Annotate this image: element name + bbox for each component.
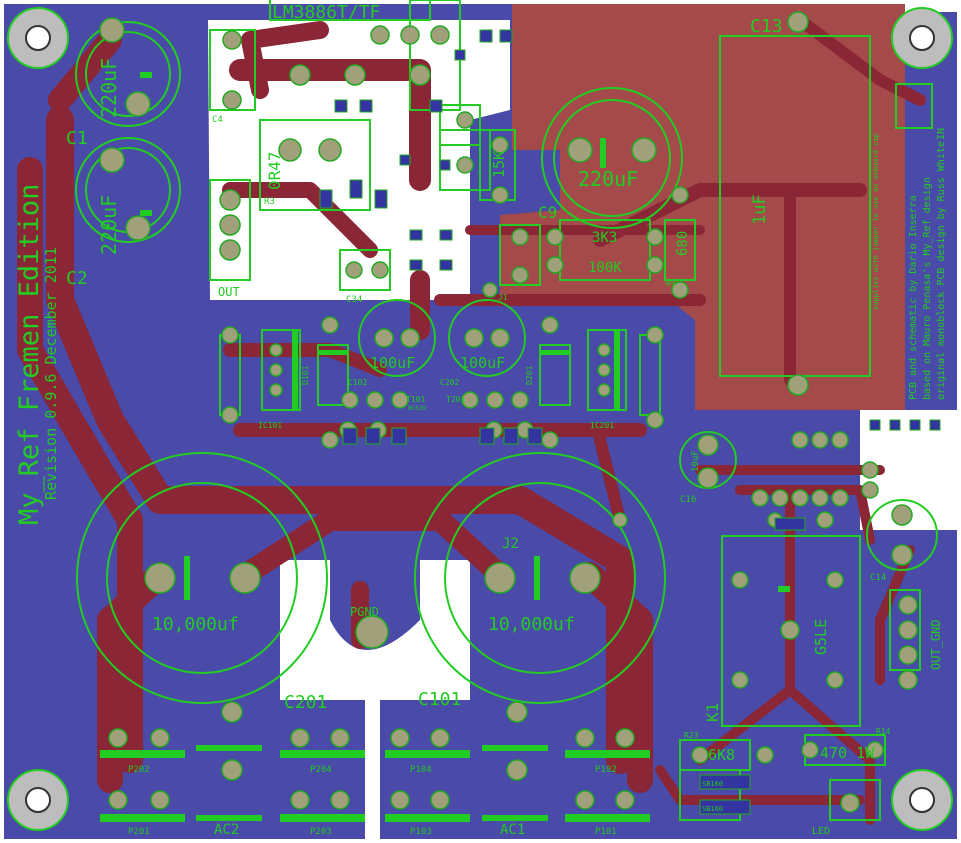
out-gnd-label: OUT_GND xyxy=(929,619,943,670)
led-label: LED xyxy=(812,826,830,837)
r14-name: R14 xyxy=(876,727,891,736)
board-title: My_Ref Fremen Edition xyxy=(14,184,45,525)
r23-value: 6K8 xyxy=(708,746,735,764)
smd-pads xyxy=(319,29,941,815)
c3-value: 220uF xyxy=(578,167,638,191)
in-label: IN xyxy=(936,128,947,140)
r10-value: 15K xyxy=(490,151,508,178)
j1-label: J1 xyxy=(498,293,508,302)
credits-line-2: based on Mauro Penasa's My_Ref design xyxy=(922,177,933,400)
r14-value: 470 1W xyxy=(820,744,875,762)
r3-name: R3 xyxy=(264,197,275,207)
c14-name: C14 xyxy=(870,573,886,583)
credits-line-1: PCB and schematic by Dario Inserra xyxy=(908,195,919,400)
c13-name: C13 xyxy=(750,16,783,37)
credits-line-3: original monoblock PCB design by Russ Wh… xyxy=(936,141,947,400)
pgnd-label: PGND xyxy=(350,605,379,619)
r12-value: 100K xyxy=(588,260,622,276)
c16-name: C16 xyxy=(680,495,696,505)
p101-label: P101 xyxy=(595,827,617,837)
big-cap-right-value: 10,000uf xyxy=(488,614,575,635)
c34-name: C34 xyxy=(346,295,362,305)
c102-name: C102 xyxy=(348,378,367,387)
big-cap-left-value: 10,000uf xyxy=(152,614,239,635)
ic-label-lm3886: LM3886T/TF xyxy=(272,2,380,23)
credits-subtext: supplies with jumper to use an onboard c… xyxy=(872,133,880,310)
sb160-2-label: SB160 xyxy=(702,805,723,813)
r3-value: 0R47 xyxy=(265,151,284,190)
board-revision: Revision 0.9.6 December 2011 xyxy=(42,247,60,500)
c102-value: 100uF xyxy=(370,354,415,372)
sb160-1-label: SB160 xyxy=(702,780,723,788)
through-hole-pads xyxy=(99,11,918,813)
r9-name: R9 xyxy=(666,279,676,288)
r11-value: 3K3 xyxy=(592,230,617,246)
d101-label: D101 xyxy=(301,366,310,385)
c9-name: C9 xyxy=(538,203,557,222)
p102-label: P102 xyxy=(595,765,617,775)
out-label: OUT xyxy=(218,285,240,299)
relay-label: G5LE xyxy=(812,619,830,655)
c2-name: C2 xyxy=(66,268,88,289)
p201-label: P201 xyxy=(128,827,150,837)
mounting-holes xyxy=(7,7,953,831)
r9-value: 680 xyxy=(675,231,691,256)
c2-value: 220uF xyxy=(97,195,121,255)
t201-label: T201 xyxy=(446,395,465,404)
c202-value: 100uF xyxy=(460,354,505,372)
silkscreen-heavy-bars xyxy=(100,72,790,822)
c101-name: C101 xyxy=(418,689,461,710)
c4-name: C4 xyxy=(212,115,223,125)
t101-label: T101 xyxy=(406,395,425,404)
c1-name: C1 xyxy=(66,128,88,149)
ac2-label: AC2 xyxy=(214,822,239,838)
c13-value: 1uF xyxy=(750,194,770,225)
j2-label: J2 xyxy=(502,536,519,552)
r23-name: R23 xyxy=(684,731,699,740)
p103-label: P103 xyxy=(410,827,432,837)
c16-value: 10uF xyxy=(691,450,701,472)
p202-label: P202 xyxy=(128,765,150,775)
c1-value: 220uF xyxy=(97,58,121,118)
c202-name: C202 xyxy=(440,378,459,387)
ac1-label: AC1 xyxy=(500,822,525,838)
d201-label: D201 xyxy=(525,366,534,385)
p203-label: P203 xyxy=(310,827,332,837)
ic201-label: IC201 xyxy=(590,421,614,430)
p104-label: P104 xyxy=(410,765,432,775)
bottom-traces xyxy=(17,14,926,825)
ic101-label: IC101 xyxy=(258,421,282,430)
top-copper-pour xyxy=(500,4,905,410)
bc639-label: BC639 xyxy=(408,405,426,412)
c201-name: C201 xyxy=(284,692,327,713)
k1-label: K1 xyxy=(703,703,722,722)
p204-label: P204 xyxy=(310,765,332,775)
